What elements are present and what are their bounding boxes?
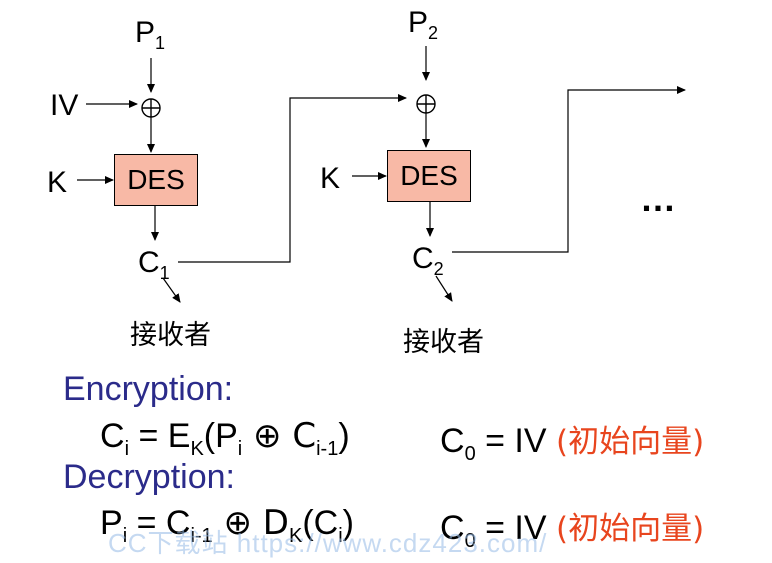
p1-label: P1	[135, 16, 166, 53]
des-box-2: DES	[387, 150, 471, 202]
receiver-2-label: 接收者	[403, 327, 484, 358]
encryption-formula: Ci = EK(Pi ⊕ Ci-1)	[100, 416, 350, 460]
continuation-ellipsis: …	[640, 178, 679, 219]
receiver-1-label: 接收者	[130, 320, 211, 351]
decryption-init: C0 = IV (初始向量)	[440, 509, 705, 552]
c2-label: C2	[412, 242, 444, 279]
c1-to-receiver-arrow	[162, 277, 181, 303]
decryption-formula: Pi = Ci-1 ⊕ DK(Ci)	[100, 503, 354, 547]
des-box-1: DES	[114, 154, 198, 206]
decryption-iv-note: (初始向量)	[556, 511, 705, 547]
decryption-heading: Decryption:	[63, 458, 235, 496]
encryption-heading: Encryption:	[63, 370, 234, 408]
encryption-init: C0 = IV (初始向量)	[440, 422, 705, 465]
xor-1-icon	[141, 98, 161, 118]
c1-label: C1	[138, 246, 170, 283]
encryption-iv-note: (初始向量)	[556, 424, 705, 460]
k1-label: K	[47, 166, 68, 199]
c2-to-receiver-arrow	[435, 275, 453, 302]
p2-label: P2	[408, 6, 439, 43]
k2-label: K	[320, 162, 341, 195]
watermark: CC下载站 https://www.cdz423.com/	[108, 528, 548, 558]
xor-2-icon	[416, 94, 436, 114]
chain-2-to-next-line	[452, 86, 686, 253]
iv-label: IV	[50, 89, 79, 122]
chain-1-to-2-line	[178, 94, 407, 263]
